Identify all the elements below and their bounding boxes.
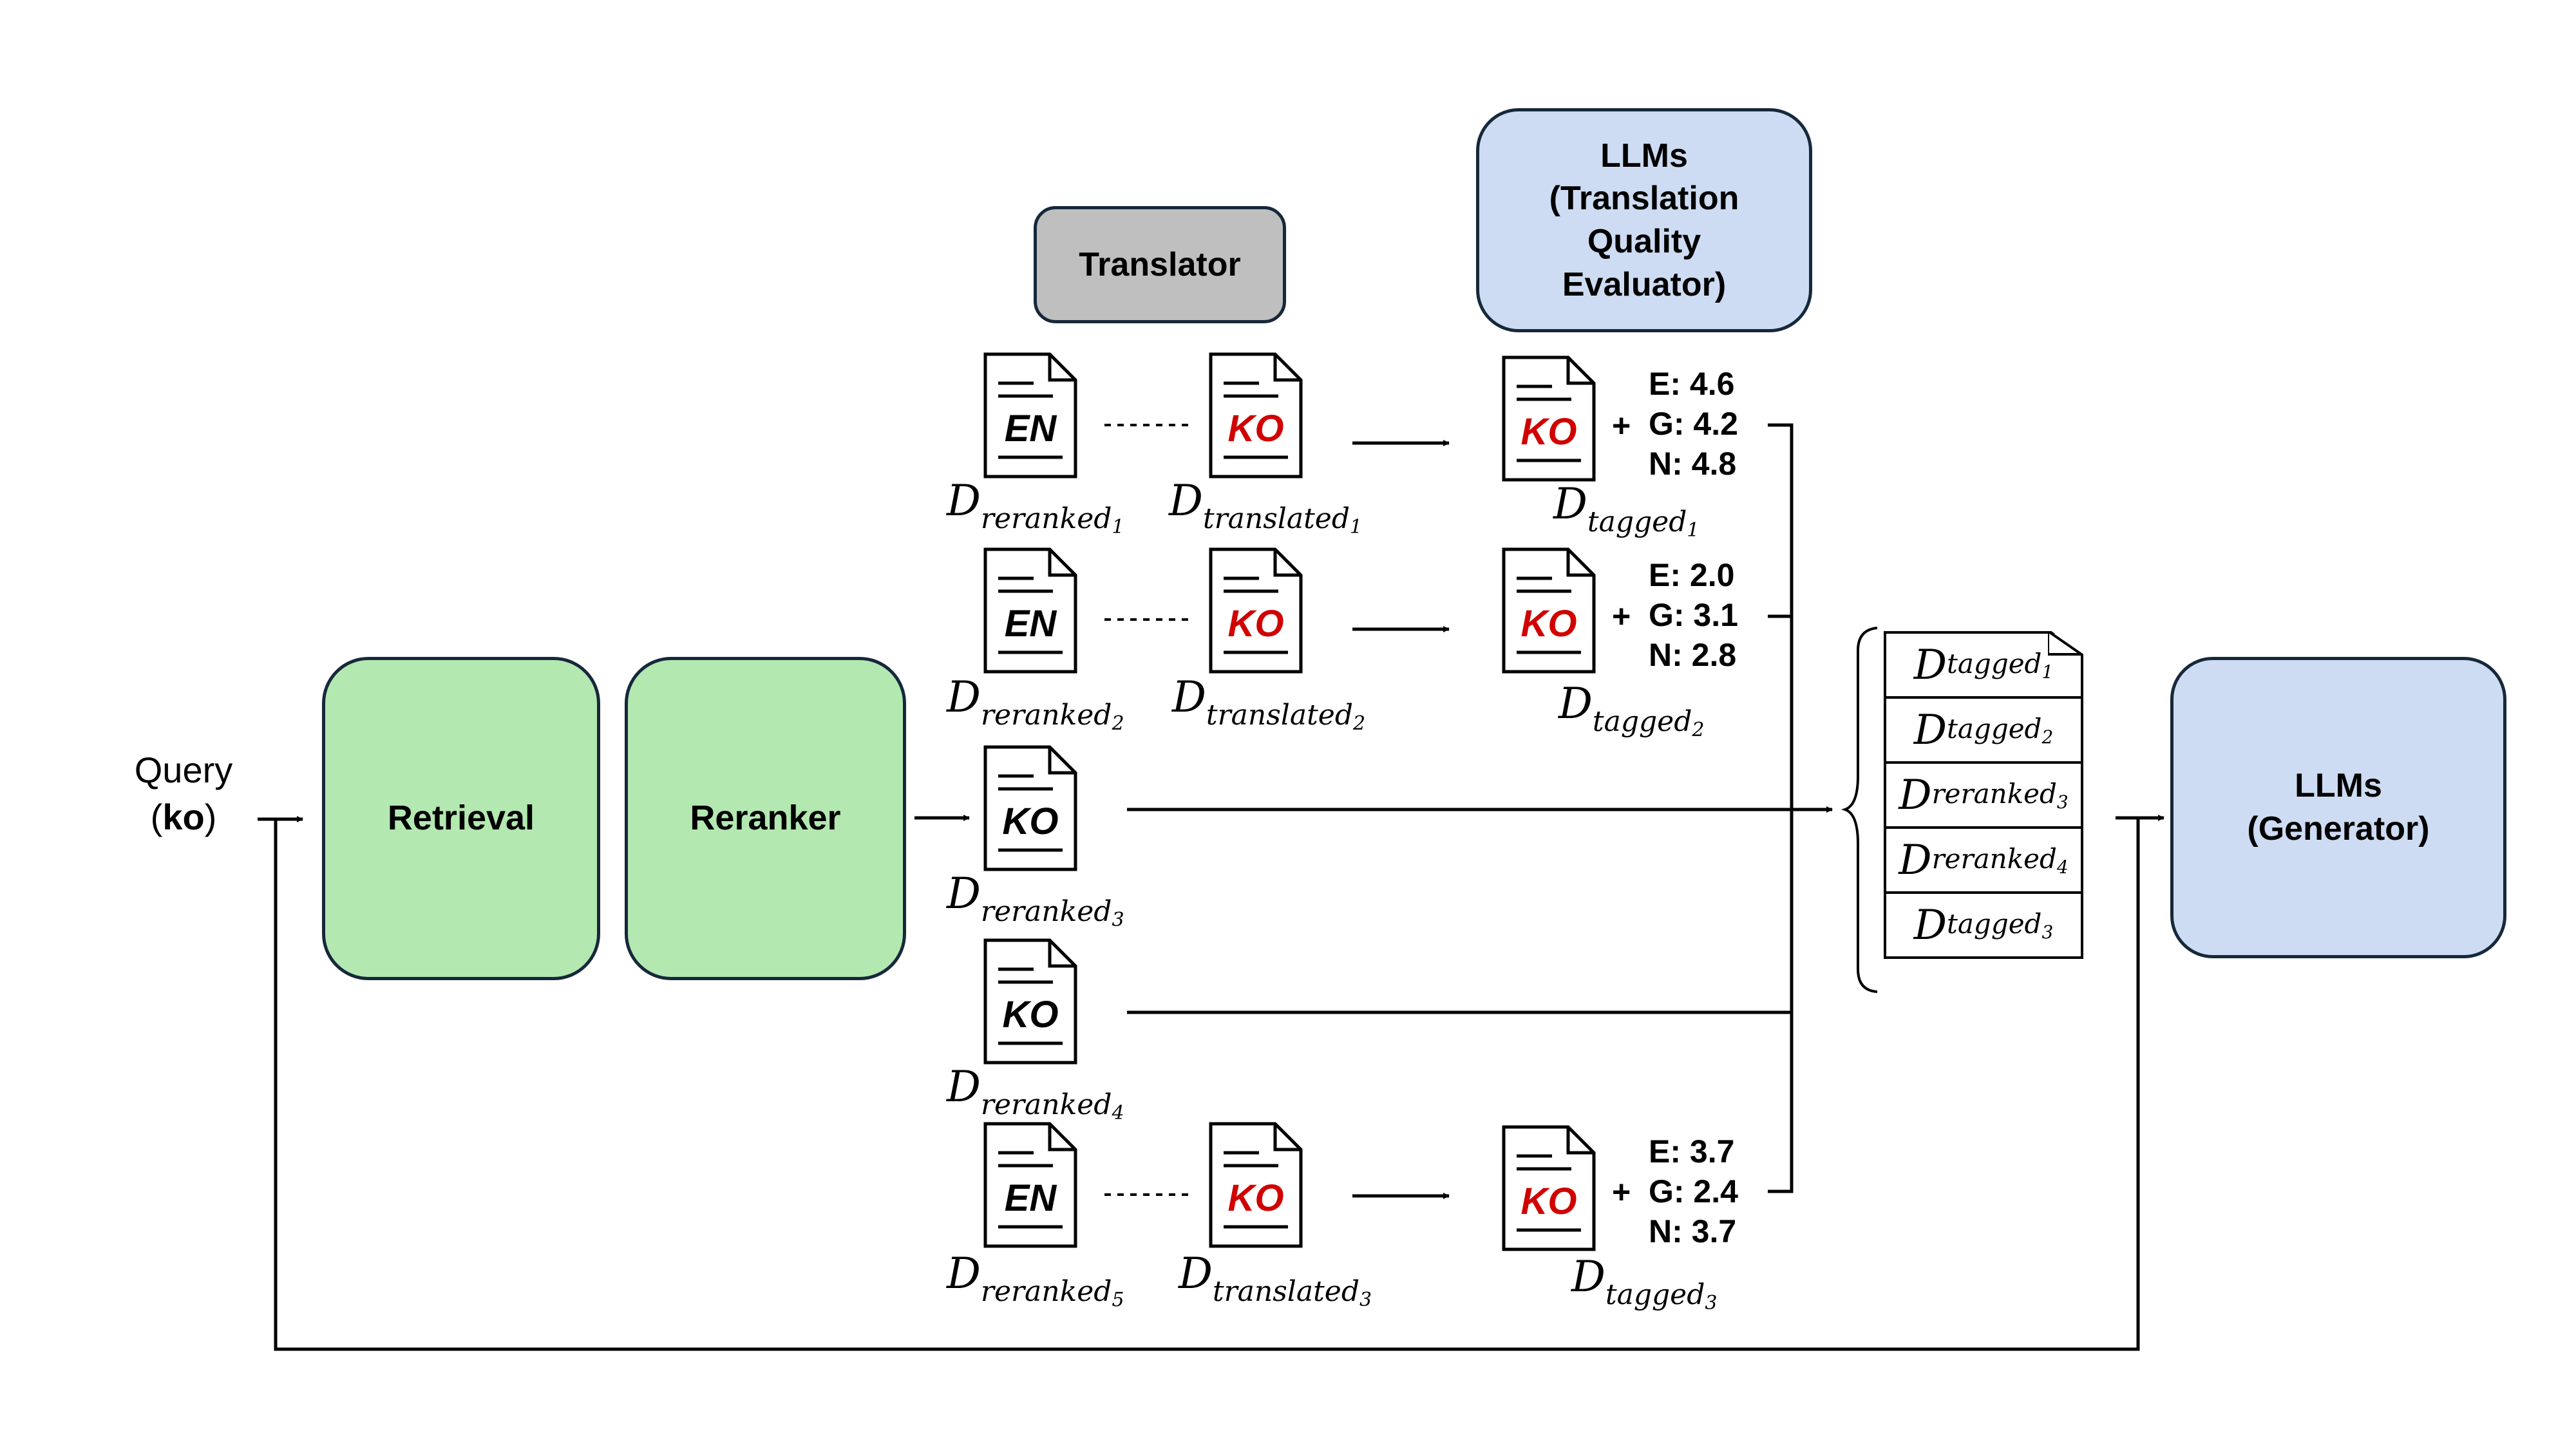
doc-icon-translated1: KO [1209, 352, 1303, 478]
score-g: G: 3.1 [1649, 597, 1738, 633]
doc-lang-label: EN [1005, 408, 1057, 450]
doc-lang-label: EN [1005, 1177, 1057, 1219]
translator-box: Translator [1034, 206, 1286, 323]
translator-label: Translator [1079, 245, 1241, 283]
doc-icon-reranked2: EN [983, 547, 1077, 674]
doc-icon-reranked3: KO [983, 745, 1077, 871]
doc-lang-label: KO [1521, 1180, 1577, 1222]
doc-lang-label: KO [1228, 603, 1284, 645]
doc-lang-label: KO [1521, 603, 1577, 645]
doc-lang-label: EN [1005, 603, 1057, 645]
doc-symbol-reranked1: Dreranked1 [947, 476, 1124, 538]
score-plus-1: + [1612, 408, 1631, 444]
doc-symbol-tagged2: Dtagged2 [1558, 679, 1705, 741]
score-n: N: 2.8 [1649, 637, 1737, 673]
doc-icon-reranked4: KO [983, 938, 1077, 1065]
score-g: G: 4.2 [1649, 406, 1738, 442]
doc-symbol-reranked2: Dreranked2 [947, 672, 1124, 735]
doc-lang-label: KO [1003, 800, 1059, 842]
doc-icon-translated2: KO [1209, 547, 1303, 674]
reranker-label: Reranker [690, 799, 841, 838]
retrieval-box: Retrieval [322, 657, 600, 980]
doc-symbol-reranked5: Dreranked5 [947, 1249, 1124, 1311]
score-e: E: 2.0 [1649, 557, 1735, 593]
generator-box: LLMs (Generator) [2170, 657, 2506, 958]
query-label: Query (ko) [134, 750, 233, 837]
doc-lang-label: KO [1003, 994, 1059, 1036]
score-e: E: 3.7 [1649, 1133, 1735, 1170]
doc-icon-reranked5: EN [983, 1122, 1077, 1248]
score-connector-3 [1768, 1011, 1794, 1193]
score-e: E: 4.6 [1649, 366, 1735, 402]
generator-label: LLMs (Generator) [2247, 767, 2430, 848]
doc-symbol-reranked4: Dreranked4 [947, 1062, 1124, 1124]
doc-symbol-translated3: Dtranslated3 [1179, 1249, 1372, 1311]
doc-icon-tagged2: KO [1502, 547, 1596, 674]
score-n: N: 3.7 [1649, 1213, 1737, 1249]
query-text: Query [134, 750, 233, 790]
doc-icon-translated3: KO [1209, 1122, 1303, 1248]
doc-symbol-tagged1: Dtagged1 [1553, 479, 1700, 542]
score-connector-1 [1768, 423, 1794, 1014]
doc-icon-reranked1: EN [983, 352, 1077, 478]
stack-fold-corner [2048, 631, 2083, 656]
doc-lang-label: KO [1521, 411, 1577, 453]
query-lang: ko [162, 796, 205, 837]
score-n: N: 4.8 [1649, 446, 1737, 482]
score-g: G: 2.4 [1649, 1173, 1738, 1209]
score-plus-3: + [1612, 1174, 1631, 1210]
score-block-1: E: 4.6 G: 4.2 N: 4.8 [1649, 364, 1738, 484]
score-block-2: E: 2.0 G: 3.1 N: 2.8 [1649, 555, 1738, 675]
retrieval-label: Retrieval [387, 799, 535, 838]
doc-icon-tagged1: KO [1502, 355, 1596, 482]
doc-symbol-translated2: Dtranslated2 [1172, 672, 1366, 735]
evaluator-box: LLMs (Translation Quality Evaluator) [1476, 108, 1812, 332]
doc-lang-label: KO [1228, 1177, 1284, 1219]
evaluator-label: LLMs (Translation Quality Evaluator) [1549, 137, 1739, 303]
score-plus-2: + [1612, 598, 1631, 634]
doc-symbol-reranked3: Dreranked3 [947, 869, 1124, 931]
doc-lang-label: KO [1228, 408, 1284, 450]
doc-icon-tagged3: KO [1502, 1125, 1596, 1251]
query-bypass-line [274, 818, 2140, 1351]
doc-symbol-translated1: Dtranslated1 [1169, 476, 1363, 538]
score-block-3: E: 3.7 G: 2.4 N: 3.7 [1649, 1132, 1738, 1251]
stack-brace [1841, 627, 1878, 993]
doc-symbol-tagged3: Dtagged3 [1571, 1252, 1718, 1314]
reranker-box: Reranker [625, 657, 906, 980]
